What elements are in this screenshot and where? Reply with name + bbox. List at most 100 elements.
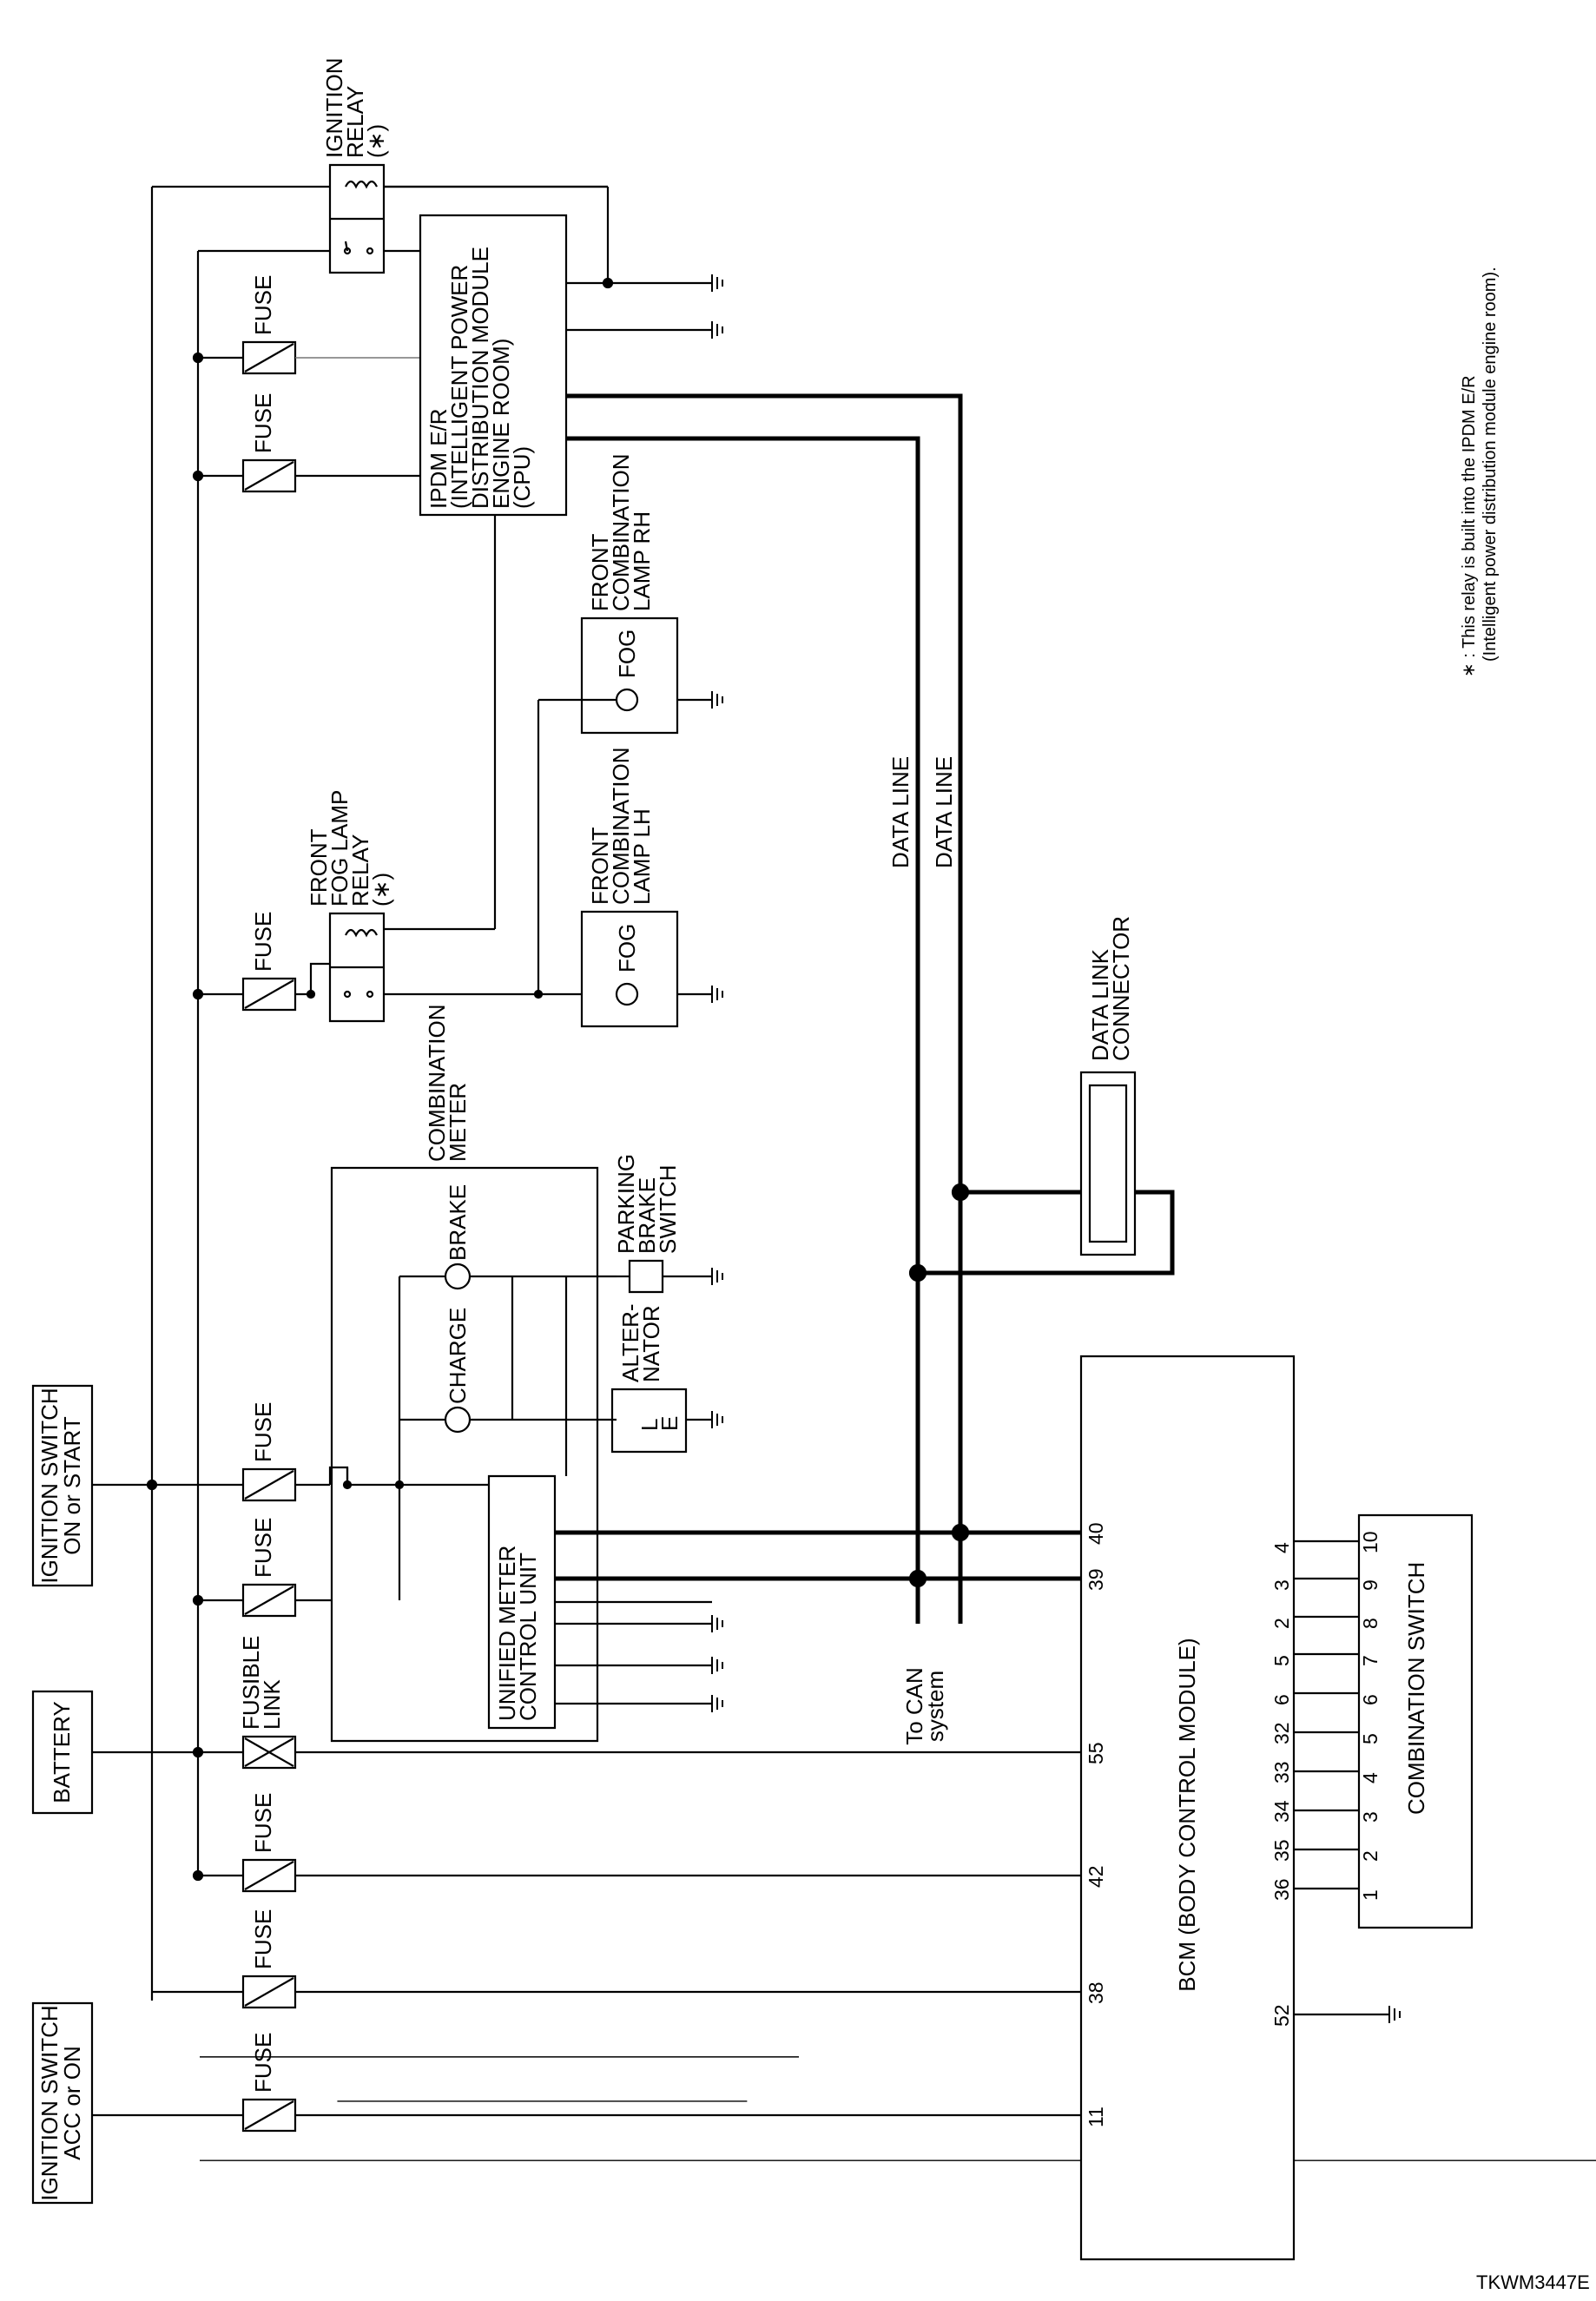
fuse-label: FUSE: [250, 2033, 276, 2093]
ignition-relay-label-3: (∗): [363, 124, 389, 158]
bcm-label: BCM (BODY CONTROL MODULE): [1174, 1638, 1200, 1991]
ipdm-label-1: IPDM E/R: [425, 408, 452, 509]
fuse-label: FUSE: [250, 1518, 276, 1578]
ignition-relay-label-2: RELAY: [342, 86, 368, 158]
unified-meter-control-unit-box: [489, 1476, 555, 1728]
parking-brake-label-1: PARKING: [613, 1154, 639, 1254]
combination-switch-pin: 6: [1359, 1694, 1382, 1705]
fog-label: FOG: [614, 924, 640, 972]
text-layer: IGNITION SWITCH ACC or ON BATTERY IGNITI…: [36, 57, 1590, 2293]
ign-on-start-label-1: IGNITION SWITCH: [36, 1388, 63, 1583]
combination-switch-pin: 1: [1359, 1889, 1382, 1901]
bcm-pin-39: 39: [1085, 1568, 1107, 1591]
fuse-label: FUSE: [250, 1402, 276, 1462]
footnote-line-2: (Intelligent power distribution module e…: [1481, 267, 1500, 662]
ipdm-label-3: DISTRIBUTION MODULE: [467, 247, 493, 509]
front-combination-lamp-lh-box: [582, 912, 677, 1026]
fusible-link-label-2: LINK: [259, 1679, 285, 1730]
to-can-label-2: system: [922, 1671, 948, 1742]
unified-meter-label-1: UNIFIED METER: [494, 1546, 520, 1721]
data-line-label: DATA LINE: [931, 756, 957, 868]
combination-switch-pin: 5: [1359, 1733, 1382, 1744]
fuse-label: FUSE: [250, 912, 276, 972]
ign-acc-on-label-2: ACC or ON: [59, 2046, 85, 2159]
bcm-pin: 32: [1270, 1722, 1293, 1744]
page-drawing: [33, 165, 1472, 2259]
lamp-rh-label-3: LAMP RH: [629, 511, 655, 611]
front-combination-lamp-rh-box: [582, 618, 677, 733]
lamp-rh-label-2: COMBINATION: [608, 453, 634, 611]
combination-switch-pin: 8: [1359, 1618, 1382, 1629]
fuse-label: FUSE: [250, 275, 276, 335]
battery-label: BATTERY: [49, 1701, 75, 1803]
ipdm-er-box: [420, 215, 566, 515]
bcm-pin: 6: [1270, 1694, 1293, 1705]
parking-brake-switch: [630, 1261, 663, 1292]
bcm-pin-42: 42: [1085, 1865, 1107, 1888]
combination-switch-box: [1359, 1515, 1472, 1928]
wires: [200, 2057, 1596, 2160]
fuse-label: FUSE: [250, 1793, 276, 1853]
combination-switch-pin: 2: [1359, 1850, 1382, 1862]
figure-id: TKWM3447E: [1476, 2271, 1590, 2293]
combination-switch-pin: 4: [1359, 1772, 1382, 1783]
fog-relay-label-1: FRONT: [306, 828, 332, 907]
bcm-pin: 3: [1270, 1579, 1293, 1591]
combination-switch-pin: 3: [1359, 1811, 1382, 1823]
parking-brake-label-2: BRAKE: [634, 1177, 660, 1254]
ignition-switch-acc-on-box: [33, 2003, 92, 2203]
rotated-diagram: [200, 2057, 1596, 2160]
fog-relay-label-3: RELAY: [347, 834, 373, 907]
alternator-e-terminal: E: [656, 1416, 683, 1431]
alternator-label-1: ALTER-: [617, 1303, 643, 1382]
bcm-pin: 5: [1270, 1655, 1293, 1666]
parking-brake-label-3: SWITCH: [655, 1164, 681, 1254]
ipdm-label-5: (CPU): [509, 446, 535, 509]
bcm-pin-52: 52: [1270, 2004, 1293, 2027]
ign-acc-on-label-1: IGNITION SWITCH: [36, 2005, 63, 2200]
footnote-line-1: ∗ : This relay is built into the IPDM E/…: [1460, 375, 1479, 677]
ipdm-label-2: (INTELLIGENT POWER: [446, 265, 472, 509]
unified-meter-label-2: CONTROL UNIT: [515, 1553, 541, 1721]
charge-label: CHARGE: [445, 1308, 471, 1404]
fuse-label: FUSE: [250, 393, 276, 453]
alternator-l-terminal: L: [636, 1419, 663, 1431]
lamp-lh-label-2: COMBINATION: [608, 747, 634, 905]
data-line-label: DATA LINE: [887, 756, 913, 868]
alternator-box: [612, 1389, 686, 1452]
lamp-lh-label-1: FRONT: [587, 827, 613, 905]
lamp-lh-label-3: LAMP LH: [629, 808, 655, 905]
to-can-label-1: To CAN: [901, 1667, 927, 1745]
fog-label: FOG: [614, 630, 640, 678]
fusible-link-label-1: FUSIBLE: [238, 1636, 264, 1730]
bcm-pin: 35: [1270, 1839, 1293, 1862]
bcm-pin: 34: [1270, 1800, 1293, 1823]
combination-meter-label-1: COMBINATION: [424, 1004, 450, 1162]
bcm-pin-38: 38: [1085, 1981, 1107, 2004]
combination-meter-label-2: METER: [445, 1083, 471, 1162]
lamp-rh-label-1: FRONT: [587, 533, 613, 611]
bcm-pin-40: 40: [1085, 1522, 1107, 1545]
combination-switch-pin: 9: [1359, 1579, 1382, 1591]
bcm-pin-11: 11: [1085, 2107, 1107, 2127]
ignition-relay-label-1: IGNITION: [321, 57, 347, 158]
fog-relay-label-4: (∗): [368, 873, 394, 907]
combination-switch-pin: 7: [1359, 1655, 1382, 1666]
ipdm-label-4: ENGINE ROOM): [488, 339, 514, 509]
combination-switch-label: COMBINATION SWITCH: [1403, 1562, 1429, 1815]
ign-on-start-label-2: ON or START: [59, 1416, 85, 1555]
bcm-pin: 33: [1270, 1761, 1293, 1783]
combination-switch-pin: 10: [1359, 1531, 1382, 1553]
data-link-connector-label-2: CONNECTOR: [1108, 916, 1134, 1061]
brake-label: BRAKE: [445, 1184, 471, 1261]
fog-relay-label-2: FOG LAMP: [326, 790, 353, 907]
data-link-connector-label-1: DATA LINK: [1087, 948, 1113, 1061]
bcm-pin-55: 55: [1085, 1742, 1107, 1764]
bcm-pin: 2: [1270, 1618, 1293, 1629]
alternator-label-2: NATOR: [638, 1305, 664, 1382]
bcm-pin: 4: [1270, 1542, 1293, 1553]
bcm-box: [1081, 1356, 1294, 2259]
fuse-label: FUSE: [250, 1909, 276, 1969]
bcm-pin: 36: [1270, 1878, 1293, 1901]
